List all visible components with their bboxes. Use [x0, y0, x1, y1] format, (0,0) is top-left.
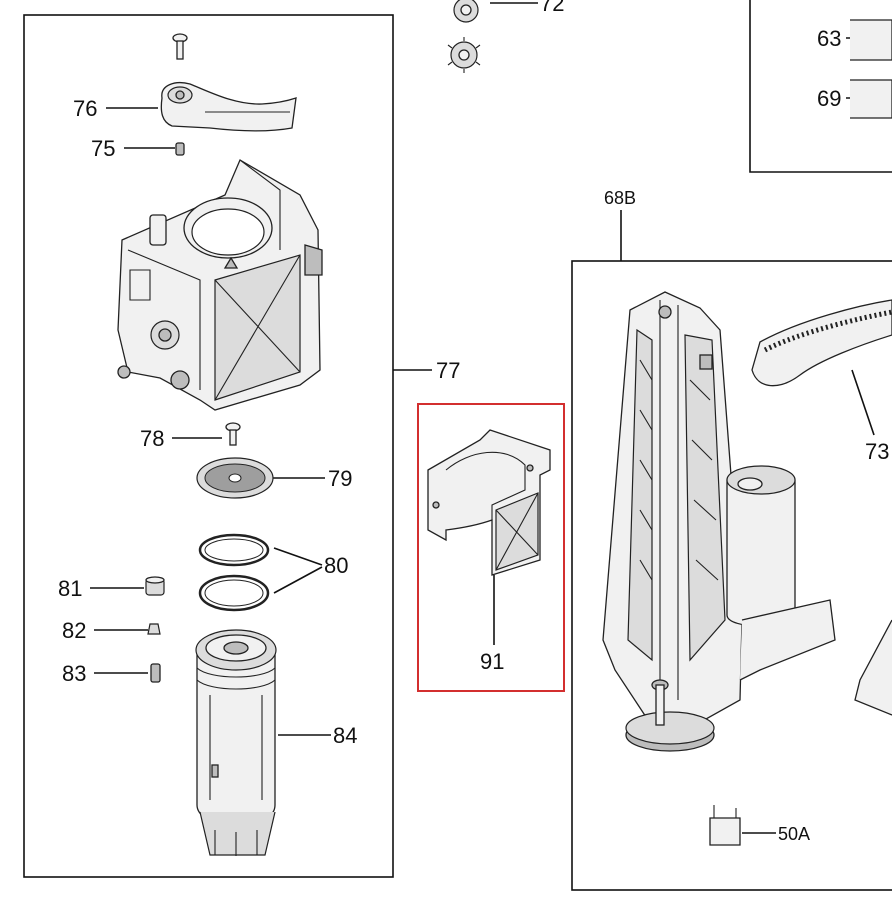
motor-part [726, 465, 836, 681]
drive-gear-part [625, 679, 715, 752]
top-screw-part [172, 33, 188, 60]
highlight-frame-91 [417, 403, 565, 692]
label-80: 80 [324, 553, 348, 578]
leader-lines [90, 2, 892, 834]
label-79: 79 [328, 466, 352, 491]
label-68b: 68B [604, 188, 636, 208]
corner-component-part [850, 19, 892, 119]
nut-81-part [145, 576, 165, 596]
label-82: 82 [62, 618, 86, 643]
brewing-unit-body-77 [117, 159, 323, 411]
label-76: 76 [73, 96, 97, 121]
assembly-63-69-frame [749, 0, 892, 173]
gear-72-part [447, 0, 481, 73]
assembly-77-frame [23, 14, 394, 878]
belt-73-part [751, 299, 892, 387]
label-77: 77 [436, 358, 460, 383]
label-50a: 50A [778, 824, 810, 844]
valve-82-part [147, 623, 161, 635]
label-84: 84 [333, 723, 357, 748]
label-73: 73 [865, 439, 889, 464]
part-number-labels: 72 63 69 68B 76 75 77 78 79 80 81 82 83 … [58, 0, 889, 844]
screw-78-part [225, 422, 241, 446]
piston-cylinder-84-part [195, 629, 277, 856]
lever-arm-76-part [160, 82, 297, 132]
drive-column-68b-part [602, 291, 743, 729]
spring-75-part [175, 142, 185, 156]
label-78: 78 [140, 426, 164, 451]
assembly-68b-frame [571, 260, 892, 891]
o-rings-80-part [198, 533, 270, 612]
label-83: 83 [62, 661, 86, 686]
filter-disc-79-part [196, 457, 274, 499]
label-72: 72 [540, 0, 564, 16]
label-75: 75 [91, 136, 115, 161]
micro-switch-50a-part [709, 805, 741, 846]
label-63: 63 [817, 26, 841, 51]
label-91: 91 [480, 649, 504, 674]
spring-83-part [150, 663, 161, 683]
label-69: 69 [817, 86, 841, 111]
label-81: 81 [58, 576, 82, 601]
partial-right-component [854, 619, 892, 716]
bracket-91-part [427, 429, 551, 576]
